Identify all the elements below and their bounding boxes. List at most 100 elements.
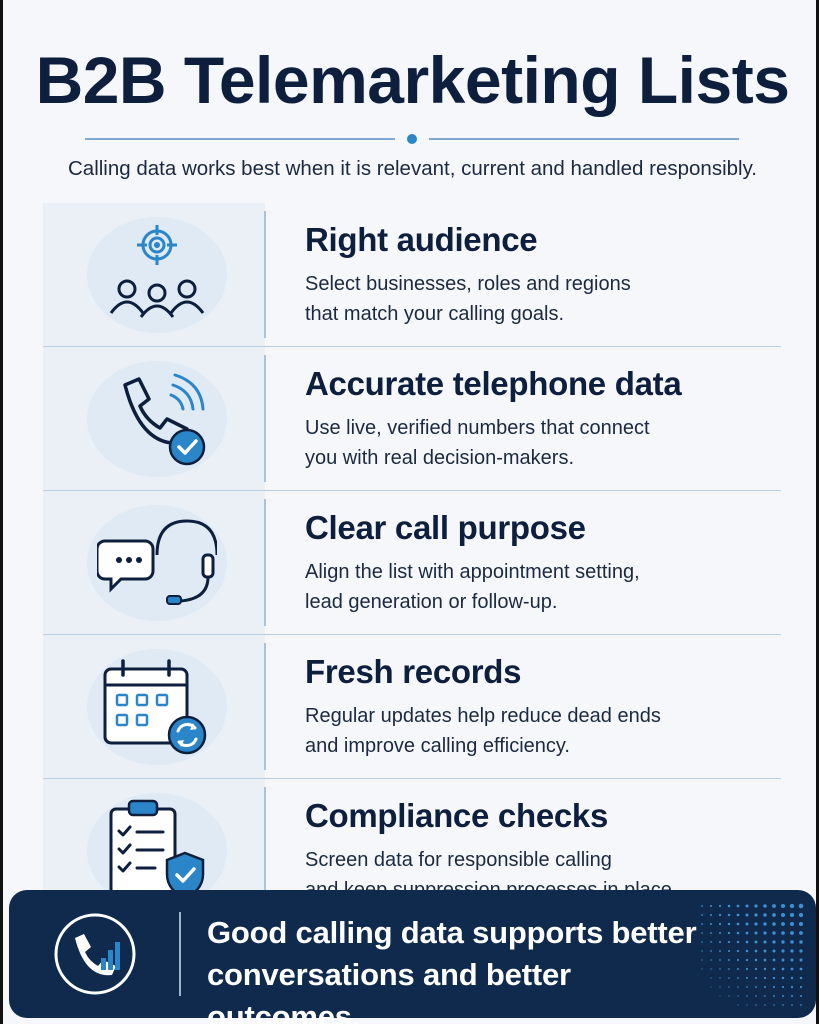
decor-dot xyxy=(718,904,722,908)
decor-dot xyxy=(736,958,740,962)
decor-dot xyxy=(736,940,740,944)
decor-dot xyxy=(790,958,794,962)
row-separator xyxy=(264,787,266,915)
decor-dot xyxy=(763,931,767,935)
chat-headset-icon xyxy=(97,519,217,605)
decor-dot xyxy=(701,932,703,934)
decor-dot xyxy=(772,931,776,935)
decor-dot xyxy=(701,959,703,961)
decor-dot xyxy=(773,995,775,997)
decor-dot xyxy=(781,958,785,962)
decor-dot xyxy=(764,995,766,997)
decor-dot xyxy=(754,976,758,980)
decor-dot xyxy=(710,977,712,979)
decor-dot xyxy=(718,913,722,917)
decor-dot xyxy=(745,931,749,935)
decor-dot xyxy=(754,949,758,953)
decor-dot xyxy=(755,995,757,997)
decor-dot xyxy=(764,986,766,988)
decor-dot xyxy=(737,968,739,970)
decor-dot xyxy=(764,1004,766,1006)
decor-dot xyxy=(736,913,740,917)
decor-dot xyxy=(710,950,712,952)
feature-description: Select businesses, roles and regions tha… xyxy=(305,269,775,329)
feature-description: Use live, verified numbers that connect … xyxy=(305,413,775,473)
decor-dot xyxy=(772,940,776,944)
decor-dot xyxy=(799,949,803,953)
decor-dot xyxy=(719,941,721,943)
decor-dot xyxy=(763,922,767,926)
decor-dot xyxy=(789,912,795,918)
decor-dot xyxy=(755,1004,757,1006)
decor-dot xyxy=(745,958,749,962)
feature-description: Align the list with appointment setting,… xyxy=(305,557,775,617)
description-line: Screen data for responsible calling xyxy=(305,849,612,871)
decor-dot xyxy=(800,995,802,997)
feature-row-right-audience: Right audience Select businesses, roles … xyxy=(43,203,781,347)
footer-line: conversations and better outcomes. xyxy=(207,957,571,1024)
decor-dot xyxy=(781,949,785,953)
target-audience-icon xyxy=(109,225,205,318)
decor-dot xyxy=(772,976,776,980)
decor-dot xyxy=(719,986,721,988)
description-line: Align the list with appointment setting, xyxy=(305,561,640,583)
description-line: Use live, verified numbers that connect xyxy=(305,417,650,439)
decor-dot xyxy=(737,977,739,979)
decor-dot xyxy=(745,904,749,908)
footer-banner: Good calling data supports better conver… xyxy=(9,890,816,1024)
feature-title: Compliance checks xyxy=(305,797,609,834)
row-separator xyxy=(264,211,266,338)
decor-dot xyxy=(772,913,776,917)
feature-title: Accurate telephone data xyxy=(305,365,682,402)
decor-dot xyxy=(719,977,721,979)
decor-dot xyxy=(782,995,784,997)
decor-dot xyxy=(710,914,712,916)
decor-dot xyxy=(718,922,722,926)
decor-dot xyxy=(710,905,712,907)
decor-dot xyxy=(791,995,793,997)
decor-dot xyxy=(727,904,731,908)
decor-dot xyxy=(763,976,767,980)
decor-dot xyxy=(763,940,767,944)
decor-dot xyxy=(790,940,794,944)
feature-title: Fresh records xyxy=(305,653,522,690)
decor-dot xyxy=(798,903,804,909)
decor-dot xyxy=(799,931,803,935)
decor-dot xyxy=(754,940,758,944)
decor-dot xyxy=(790,976,794,980)
decor-dot xyxy=(736,931,740,935)
decor-dot xyxy=(754,958,758,962)
page-subtitle: Calling data works best when it is relev… xyxy=(67,157,758,180)
footer-separator xyxy=(179,912,181,996)
decor-dot xyxy=(790,967,794,971)
decor-dot xyxy=(781,940,785,944)
decor-dot xyxy=(736,922,740,926)
decor-dot xyxy=(754,967,758,971)
decor-dot xyxy=(737,986,739,988)
title-divider-dot xyxy=(407,134,417,144)
description-line: you with real decision-makers. xyxy=(305,447,574,469)
row-separator xyxy=(264,499,266,626)
decor-dot xyxy=(746,995,748,997)
decor-dot xyxy=(727,922,731,926)
decor-dot xyxy=(728,959,730,961)
decor-dot xyxy=(719,959,721,961)
decor-dot xyxy=(719,950,721,952)
decor-dot xyxy=(718,931,722,935)
decor-dot xyxy=(781,931,785,935)
decor-dot xyxy=(800,1004,802,1006)
decor-dot xyxy=(790,985,794,989)
page-title: B2B Telemarketing Lists xyxy=(35,43,790,117)
decor-dot xyxy=(745,922,749,926)
decor-dot xyxy=(799,958,803,962)
decor-dot xyxy=(746,1004,748,1006)
decor-dot xyxy=(782,1004,784,1006)
title-divider-left xyxy=(85,138,395,140)
decor-dot xyxy=(727,940,731,944)
decor-dot xyxy=(736,904,740,908)
decor-dot xyxy=(781,922,785,926)
decor-dot xyxy=(737,1004,739,1006)
decor-dot xyxy=(754,931,758,935)
decor-dot xyxy=(799,976,803,980)
row-separator xyxy=(264,643,266,770)
